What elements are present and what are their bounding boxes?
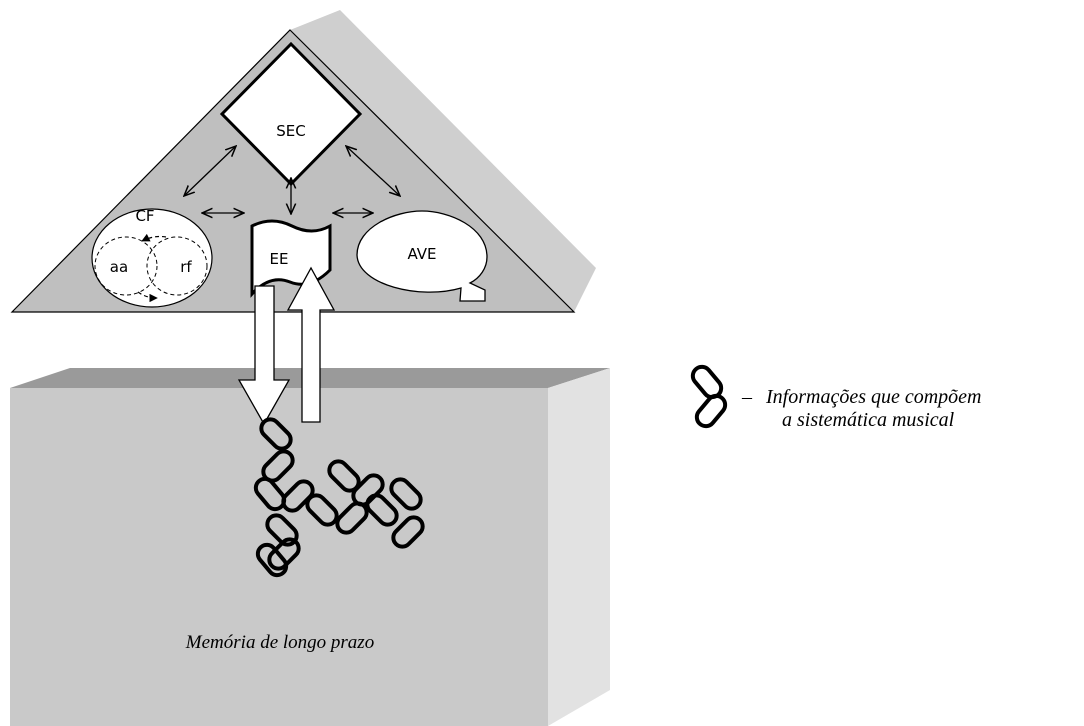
ee-label: EE (270, 250, 289, 268)
legend-line1: Informações que compõem (766, 386, 982, 408)
phonological-loop: CF aa rf (91, 207, 213, 308)
cf-label: CF (135, 207, 154, 225)
ltm-box-side (548, 368, 610, 726)
up-arrow (286, 266, 336, 423)
rf-label: rf (180, 258, 192, 276)
loop-arrow-top (141, 233, 167, 242)
loop-arrow-bottom (137, 291, 158, 303)
legend-dash: – (742, 386, 752, 408)
ave-label: AVE (407, 245, 436, 263)
legend-chain-icon (687, 361, 731, 432)
long-term-memory-label: Memória de longo prazo (185, 632, 374, 653)
triangle-side (290, 10, 596, 312)
legend: –Informações que compõem a sistemática m… (742, 386, 982, 432)
legend-line2: a sistemática musical (782, 409, 955, 431)
aa-label: aa (110, 258, 128, 276)
visuospatial-sketchpad: AVE (356, 210, 488, 302)
down-arrow (237, 285, 291, 426)
long-term-memory-box: Memória de longo prazo (10, 368, 610, 726)
arrow-sec-cf (184, 146, 236, 196)
cf-circle (91, 208, 213, 308)
arrow-sec-ave (346, 146, 400, 196)
double-arrows (184, 146, 400, 214)
transfer-arrows (237, 266, 336, 426)
rf-circle (146, 236, 208, 296)
ave-bubble (356, 210, 488, 302)
sec-label: SEC (276, 122, 305, 140)
aa-circle (94, 236, 158, 296)
